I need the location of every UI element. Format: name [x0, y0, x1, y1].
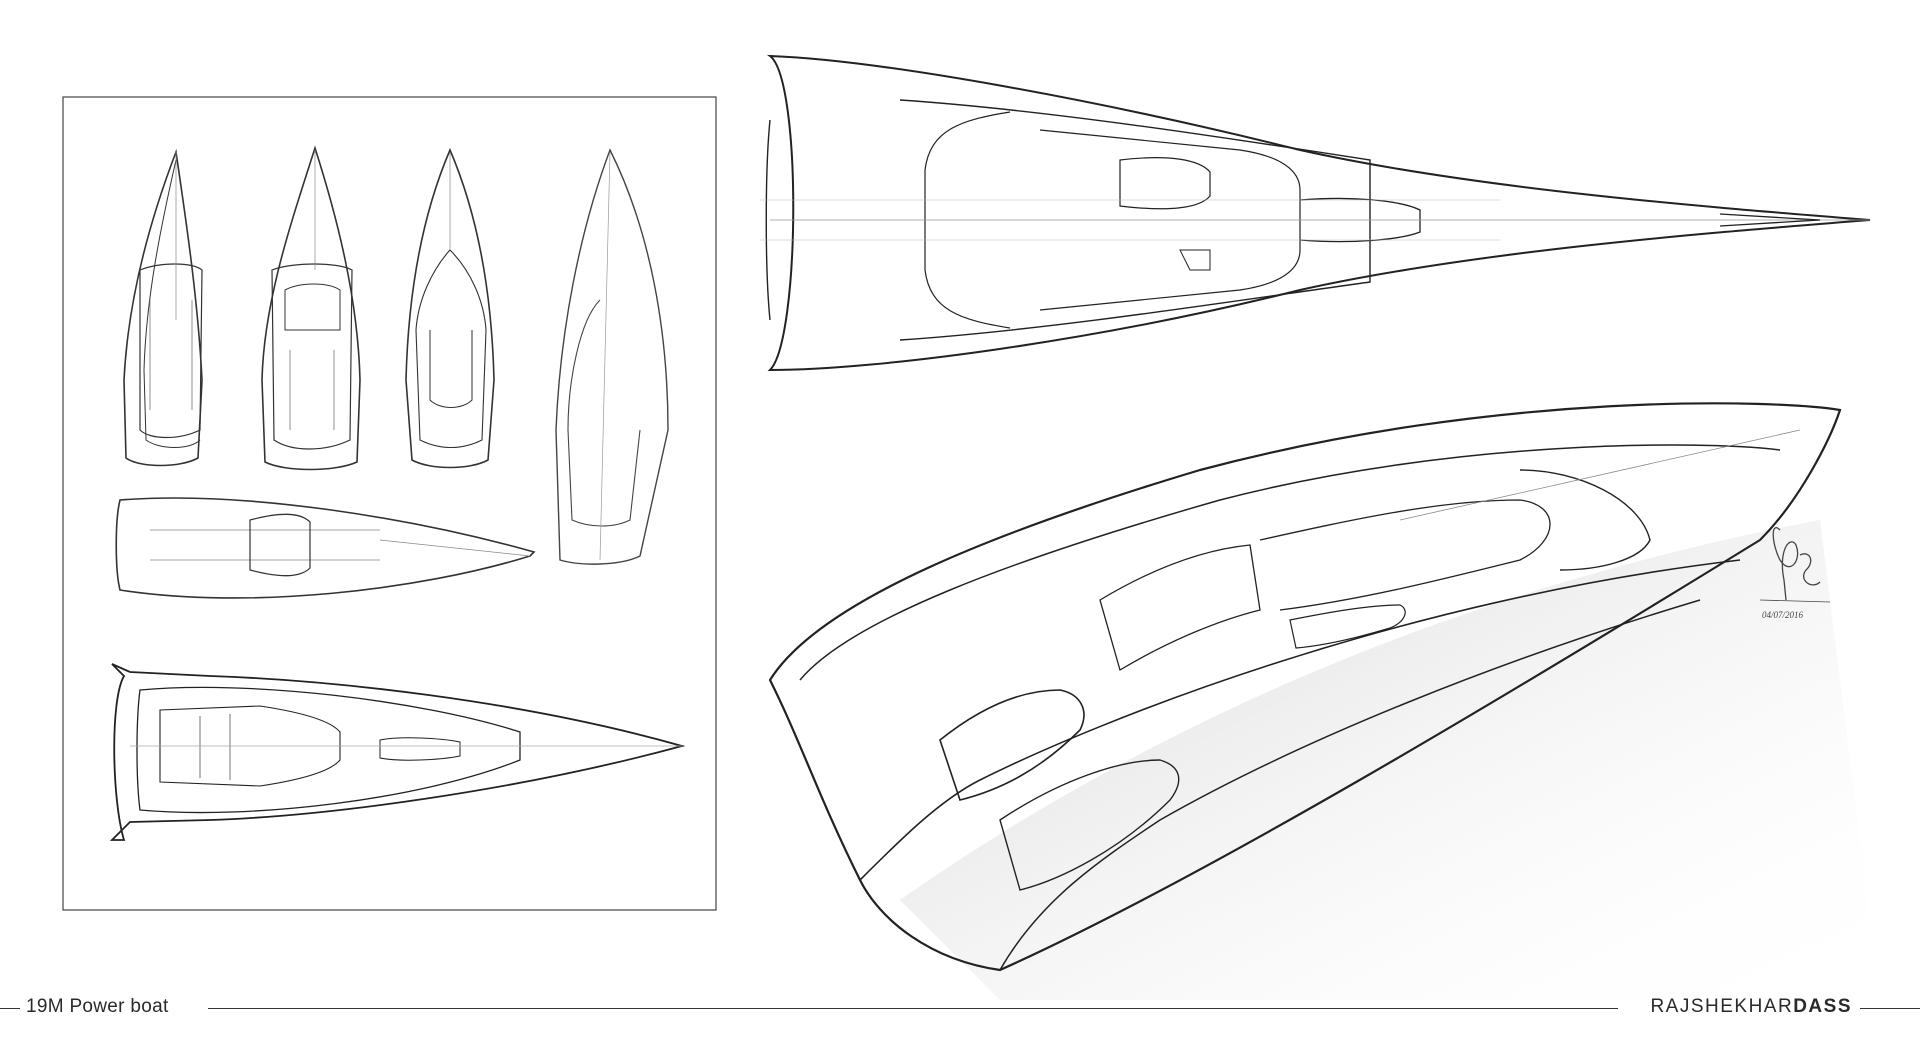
footer-rule-middle — [208, 1008, 1618, 1009]
thumbnail-side-profile — [555, 148, 669, 565]
signature-date: 04/07/2016 — [1762, 610, 1804, 620]
thumbnail-top-view-2 — [261, 145, 361, 471]
footer-rule-right — [1860, 1008, 1920, 1009]
project-title: 19M Power boat — [26, 996, 169, 1017]
thumbnail-top-view-detailed — [109, 663, 686, 841]
main-top-view — [760, 54, 1871, 372]
designer-signature — [1759, 527, 1831, 603]
thumbnail-top-view-1 — [123, 148, 203, 467]
footer-rule-left — [0, 1008, 20, 1009]
author-credit: RAJSHEKHARDASS — [1650, 993, 1852, 1021]
thumbnail-top-view-3 — [405, 147, 495, 469]
main-perspective-view — [768, 402, 1842, 972]
author-last-name: DASS — [1793, 996, 1852, 1017]
thumbnail-top-view-horizontal — [115, 497, 536, 599]
thumbnail-frame — [62, 96, 717, 911]
perspective-water-shadow — [900, 520, 1880, 1000]
author-first-name: RAJSHEKHAR — [1650, 996, 1794, 1017]
